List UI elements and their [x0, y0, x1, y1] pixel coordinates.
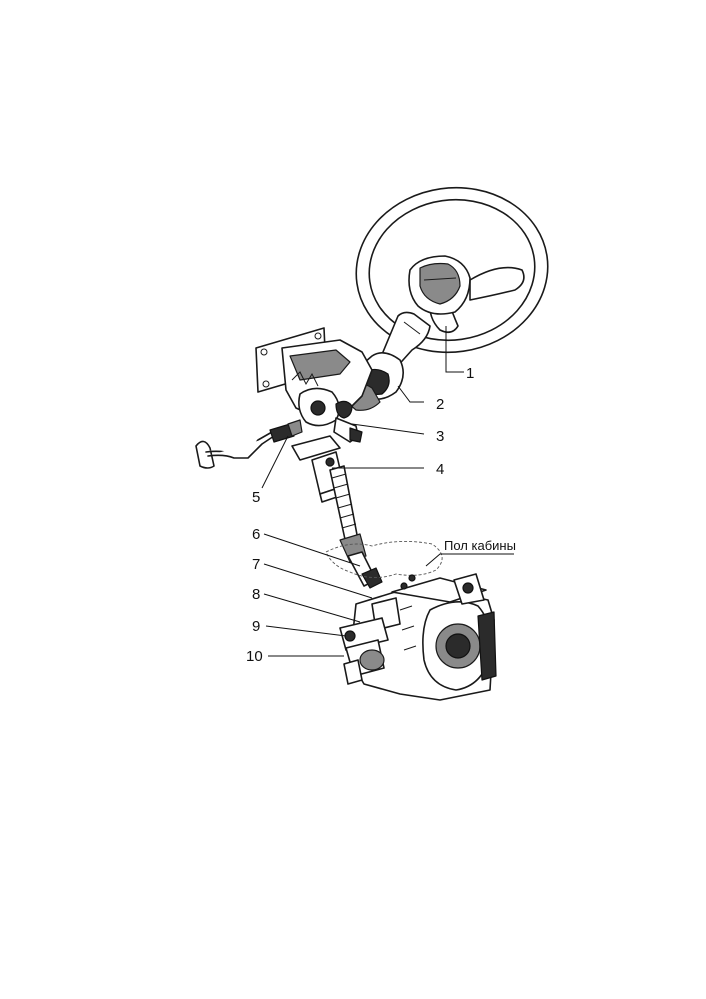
leader-6 [263, 533, 361, 567]
leader-3 [351, 423, 425, 435]
steering-gear-unit [339, 573, 497, 701]
callout-labels: 1 2 3 4 5 6 7 8 9 10 Пол кабины [246, 365, 516, 665]
callout-3: 3 [436, 428, 444, 445]
steering-column-upper [345, 311, 431, 411]
cabin-floor-label: Пол кабины [444, 538, 516, 553]
tilt-lever [333, 417, 363, 443]
leader-2 [397, 385, 424, 403]
leader-5 [261, 435, 289, 489]
callout-6: 6 [252, 526, 260, 543]
callout-8: 8 [252, 586, 260, 603]
leader-8 [263, 593, 361, 623]
cabin-floor [325, 541, 514, 578]
telescopic-shaft [325, 457, 383, 589]
callout-9: 9 [252, 618, 260, 635]
leader-lines [261, 326, 464, 657]
steering-wheel [355, 186, 549, 354]
leader-7 [263, 563, 373, 599]
callout-7: 7 [252, 556, 260, 573]
callout-2: 2 [436, 396, 444, 413]
mounting-bracket [255, 327, 373, 427]
leader-9 [265, 625, 347, 637]
callout-10: 10 [246, 648, 263, 665]
callout-5: 5 [252, 489, 260, 506]
steering-column-lower [291, 435, 347, 503]
pump-handle [195, 419, 303, 469]
callout-4: 4 [436, 461, 444, 478]
leader-1 [445, 326, 464, 373]
callout-1: 1 [466, 365, 474, 382]
